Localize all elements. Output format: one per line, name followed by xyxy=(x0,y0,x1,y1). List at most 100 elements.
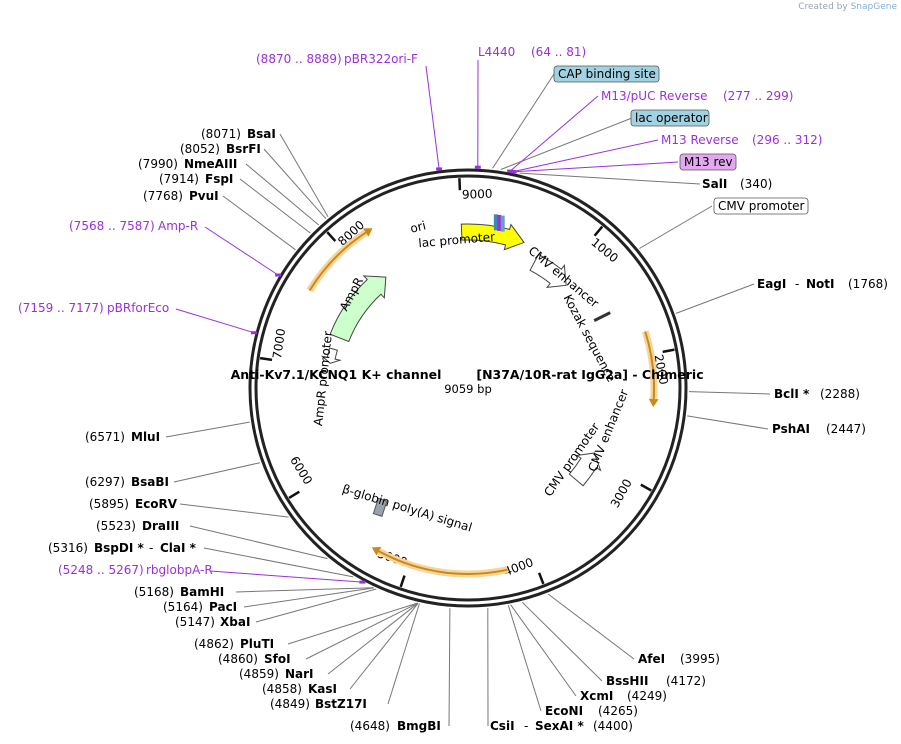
site-pos-clai: (5316) xyxy=(48,541,88,555)
site-pos-sali: (340) xyxy=(740,177,772,191)
primer-range-m13puc: (277 .. 299) xyxy=(723,89,793,103)
primer-name-m13puc: M13/pUC Reverse xyxy=(601,89,708,103)
site-name-pvui: PvuI xyxy=(189,189,219,203)
site-leader-line xyxy=(510,604,577,697)
lac-region-marker xyxy=(493,214,498,231)
restriction-site-labels: SalI (340) EagI - NotI (1768) BclI * (22… xyxy=(48,127,888,733)
site-pos-bcli: (2288) xyxy=(820,387,860,401)
orf3-arrowhead xyxy=(363,228,373,237)
site-name-mlui: MluI xyxy=(131,430,160,444)
primer-name-ampr: Amp-R xyxy=(158,219,198,233)
tick-label: 7000 xyxy=(270,328,288,360)
tick-label: 9000 xyxy=(462,187,493,202)
site-name-noti: NotI xyxy=(806,277,835,291)
site-pos-bmgbi: (4648) xyxy=(350,719,390,733)
site-pos-paci: (5164) xyxy=(163,600,203,614)
orf2-arrowhead xyxy=(371,546,382,556)
ori-arrow xyxy=(460,223,525,251)
orf1-arrowhead xyxy=(648,398,659,407)
tick-mark xyxy=(662,348,675,354)
site-name-econi: EcoNI xyxy=(545,704,583,718)
site-name-xbai: XbaI xyxy=(220,615,250,629)
beta-globin-label: β-globin poly(A) signal xyxy=(341,482,474,535)
primer-name-pbrforeco: pBRforEco xyxy=(107,301,169,315)
site-leader-line xyxy=(305,602,419,660)
site-leader-line xyxy=(165,421,250,438)
primer-leader-line xyxy=(209,570,363,583)
tick-mark xyxy=(399,575,406,588)
tick-label: 3000 xyxy=(608,477,635,510)
primer-leader-line xyxy=(512,139,659,173)
site-sep-notI: - xyxy=(795,277,799,291)
site-leader-line xyxy=(687,415,769,430)
primer-name-m13rev: M13 Reverse xyxy=(661,133,739,147)
site-name-bmgbi: BmgBI xyxy=(397,719,441,733)
site-sep-clai: - xyxy=(149,541,153,555)
cap-binding-box xyxy=(553,65,660,83)
site-name-sfoi: SfoI xyxy=(264,652,291,666)
site-name-pshai: PshAI xyxy=(772,422,810,436)
plasmid-name-right: [N37A/10R-rat IgG2a] - Chimeric xyxy=(476,367,703,382)
primer-mark xyxy=(251,331,257,335)
site-leader-line xyxy=(173,462,261,483)
site-name-sexai: SexAI * xyxy=(535,719,584,733)
tick-mark xyxy=(259,356,273,362)
site-name-draiii: DraIII xyxy=(142,519,179,533)
site-leader-line xyxy=(263,148,327,220)
site-pos-econi: (4265) xyxy=(598,704,638,718)
primer-mark xyxy=(275,273,282,277)
site-pos-xcmi: (4249) xyxy=(627,689,667,703)
primer-labels: (8870 .. 8889) pBR322ori-F L4440 (64 .. … xyxy=(18,45,822,577)
site-leader-line xyxy=(349,602,419,690)
site-name-ecorv: EcoRV xyxy=(135,497,178,511)
plasmid-name-left: Anti-Kv7.1/KCNQ1 K+ channel xyxy=(231,367,442,382)
site-name-bstz17i: BstZ17I xyxy=(315,697,367,711)
site-name-fspi: FspI xyxy=(205,172,233,186)
cap-binding-label: CAP binding site xyxy=(558,67,656,81)
tick-mark xyxy=(288,490,300,499)
site-name-bcli: BclI * xyxy=(774,387,810,401)
backbone-inner-ring xyxy=(254,174,682,602)
primer-leader-line xyxy=(175,308,255,334)
site-name-bspdi: BspDI * xyxy=(94,541,144,555)
site-name-eagi: EagI xyxy=(757,277,786,291)
primer-mark xyxy=(359,580,366,584)
site-leader-line xyxy=(279,133,329,218)
snapgene-credit: Created by SnapGene xyxy=(798,2,897,12)
site-name-afei: AfeI xyxy=(638,652,665,666)
site-pos-pshai: (2447) xyxy=(826,422,866,436)
ori-label: ori xyxy=(409,218,428,235)
lac-region-marker xyxy=(500,215,505,232)
primer-name-l4440: L4440 xyxy=(478,45,515,59)
site-sep-sexai: - xyxy=(524,719,528,733)
site-name-bsshii: BssHII xyxy=(606,674,648,688)
cmv-promoter-box xyxy=(713,197,809,215)
primer-range-ampr: (7568 .. 7587) xyxy=(69,219,155,233)
site-leader-line xyxy=(203,547,354,578)
primer-mark xyxy=(510,170,517,174)
site-pos-bsabi: (6297) xyxy=(85,475,125,489)
orf-arc xyxy=(308,231,367,292)
site-name-kasi: KasI xyxy=(308,682,337,696)
primer-range-l4440: (64 .. 81) xyxy=(531,45,586,59)
ampr-arrow xyxy=(329,275,387,343)
site-pos-bsai: (8071) xyxy=(201,127,241,141)
boxed-labels: CAP binding site lac operator M13 rev CM… xyxy=(553,65,809,215)
lac-promoter-label: lac promoter xyxy=(418,230,496,251)
site-leader-line xyxy=(179,503,289,518)
beta-globin-marker xyxy=(372,497,388,517)
site-leader-line xyxy=(255,588,377,623)
site-name-bsrfi: BsrFI xyxy=(226,142,261,156)
site-name-pluti: PluTI xyxy=(240,637,274,651)
tick-mark xyxy=(326,231,337,242)
site-leader-line xyxy=(239,178,311,234)
site-name-sali: SalI xyxy=(702,177,727,191)
site-name-clai: ClaI * xyxy=(160,541,197,555)
lac-region-marker xyxy=(497,214,502,231)
kozak-marker xyxy=(593,311,611,322)
site-pos-fspi: (7914) xyxy=(159,172,199,186)
site-leader-line xyxy=(519,172,701,185)
site-leader-line xyxy=(243,587,374,608)
m13-rev-box xyxy=(679,153,737,171)
